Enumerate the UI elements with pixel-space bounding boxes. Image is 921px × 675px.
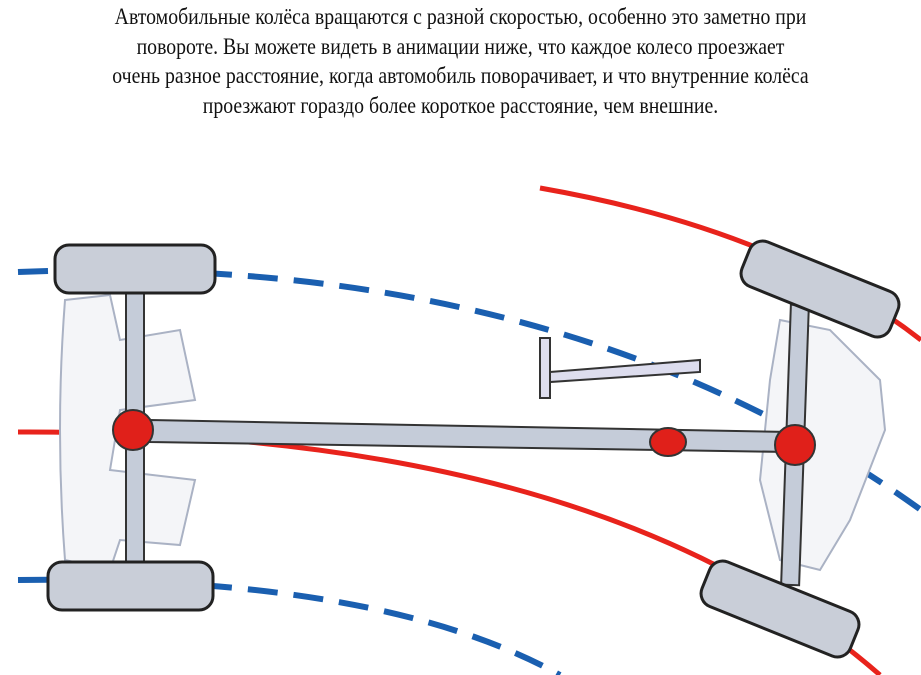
steering-rod bbox=[549, 358, 701, 384]
paragraph-line: проезжают гораздо более короткое расстоя… bbox=[202, 92, 719, 118]
steering-column bbox=[539, 337, 551, 399]
paragraph-line: повороте. Вы можете видеть в анимации ни… bbox=[136, 33, 785, 59]
wheels bbox=[46, 239, 901, 659]
paragraph-line: очень разное расстояние, когда автомобил… bbox=[112, 63, 809, 88]
front-left-wheel bbox=[739, 239, 901, 339]
inner-red-path bbox=[17, 429, 882, 675]
front-right-wheel bbox=[699, 559, 861, 659]
rear-left-wheel bbox=[53, 243, 217, 295]
front-differential bbox=[774, 424, 816, 466]
rear-right-wheel bbox=[46, 560, 215, 612]
rear-differential bbox=[112, 409, 154, 451]
center-joint bbox=[649, 427, 687, 457]
paragraph-line: Автомобильные колёса вращаются с разной … bbox=[114, 4, 807, 29]
description-paragraph: Автомобильные колёса вращаются с разной … bbox=[0, 2, 921, 120]
drive-shaft bbox=[149, 418, 791, 454]
